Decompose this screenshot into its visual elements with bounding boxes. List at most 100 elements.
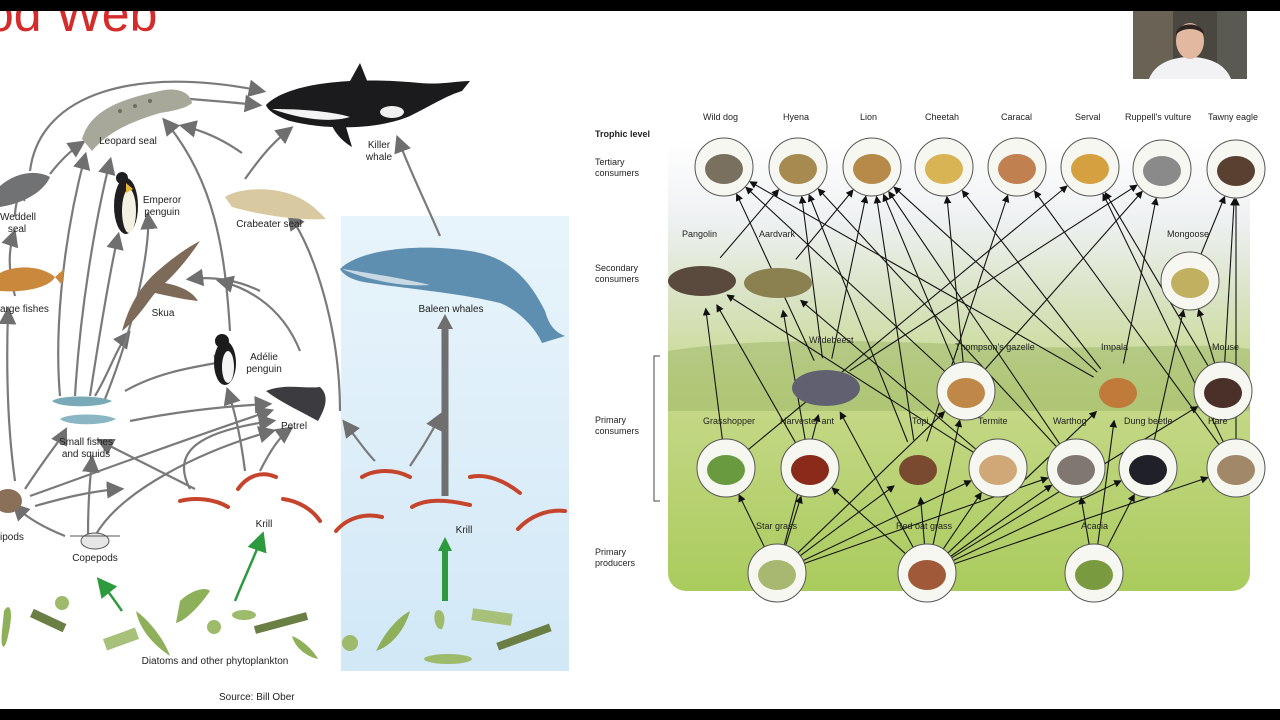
- primary-consumer-bracket: [653, 355, 660, 502]
- label-wildebeest: Wildebeest: [809, 335, 854, 345]
- beetle-icon: [1129, 455, 1167, 485]
- redoat-icon: [908, 560, 946, 590]
- savanna-feeding-arrows: [702, 181, 1240, 565]
- arrow-acacia-to-warthog: [1078, 496, 1090, 546]
- label-caracal: Caracal: [1001, 112, 1033, 122]
- arrow-redoat-to-wildebeest: [839, 411, 915, 549]
- phyto-arrowhead-right: [438, 537, 452, 551]
- emperor-penguin-icon: [114, 172, 138, 234]
- label-baleen-whales: Baleen whales: [418, 304, 484, 315]
- arrow-ant-to-aardvark: [780, 309, 806, 441]
- mouse-icon: [1204, 378, 1242, 408]
- acacia-icon: [1075, 560, 1113, 590]
- pangolin-icon: [668, 266, 736, 296]
- arrow-mouse-to-eagle: [1224, 197, 1238, 364]
- phyto-to-krill-arrow-left: [233, 531, 267, 602]
- amphipod-icon: [0, 489, 22, 513]
- label-skua: Skua: [151, 308, 175, 319]
- copepod-icon: [70, 532, 120, 550]
- slide-title: od Web: [0, 11, 158, 42]
- arrow-acacia-to-impala: [1097, 419, 1118, 546]
- arrow-redoat-to-hare: [953, 476, 1209, 565]
- label-dung-beetle: Dung beetle: [1124, 416, 1173, 426]
- label-acacia: Acacia: [1081, 521, 1109, 531]
- label-lion: Lion: [860, 112, 878, 122]
- food-web-figure: [0, 63, 1266, 671]
- wilddog-icon: [705, 154, 743, 184]
- label-crabeater-seal: Crabeater seal: [236, 219, 302, 230]
- cheetah-icon: [925, 154, 963, 184]
- label-serval: Serval: [1075, 112, 1101, 122]
- weddell-seal-icon: [0, 172, 50, 207]
- arrow-warthog-to-lion: [888, 190, 1061, 446]
- arrow-aardvark-to-lion: [795, 189, 854, 260]
- arrow-redoat-to-beetle: [952, 480, 1122, 562]
- arrow-redoat-to-termite: [942, 491, 982, 551]
- large-fish-icon: [0, 267, 64, 292]
- arrow-gazelle-to-lion: [882, 193, 956, 366]
- arrow-wildebeest-to-hyena: [798, 195, 823, 359]
- termite-icon: [979, 455, 1017, 485]
- label-warthog: Warthog: [1053, 416, 1087, 426]
- arrow-mouse-to-mongoose: [1196, 308, 1216, 365]
- topi-icon: [899, 455, 937, 485]
- star-icon: [758, 560, 796, 590]
- eagle-icon: [1217, 156, 1255, 186]
- krill-icons: [178, 469, 567, 533]
- label-thompsons-gazelle: Thompson's gazelle: [955, 342, 1035, 352]
- phyto-to-copepods-arrow: [96, 577, 124, 612]
- warthog-icon: [1057, 455, 1095, 485]
- label-star-grass: Star grass: [756, 521, 798, 531]
- label-mouse: Mouse: [1212, 342, 1240, 352]
- vulture-icon: [1143, 156, 1181, 186]
- label-mongoose: Mongoose: [1167, 229, 1210, 239]
- arrow-termite-to-pangolin: [726, 294, 975, 454]
- savanna-organism-circles: [668, 137, 1266, 603]
- arrow-star-to-topi: [799, 485, 895, 557]
- label-hyena: Hyena: [783, 112, 810, 122]
- arrow-grasshopper-to-pangolin: [702, 307, 724, 441]
- arrow-gazelle-to-wilddog: [745, 186, 946, 373]
- arrow-acacia-to-beetle: [1106, 493, 1135, 549]
- label-pangolin: Pangolin: [682, 229, 718, 239]
- label-cheetah: Cheetah: [925, 112, 960, 122]
- label-petrel: Petrel: [280, 421, 308, 432]
- arrow-star-to-termite: [802, 480, 972, 562]
- killer-whale-icon: [266, 63, 470, 147]
- label-hare: Hare: [1208, 416, 1228, 426]
- arrow-grasshopper-to-serval: [747, 185, 1068, 451]
- label-tawny-eagle: Tawny eagle: [1208, 112, 1259, 122]
- arrow-mouse-to-serval: [1104, 191, 1210, 368]
- arrow-wildebeest-to-vulture: [849, 184, 1138, 372]
- adelie-penguin-icon: [214, 334, 236, 385]
- petrel-icon: [266, 386, 326, 421]
- wildebeest-icon: [792, 370, 860, 406]
- slide: od Web: [0, 11, 1280, 709]
- arrow-impala-to-wilddog: [749, 181, 1094, 378]
- label-topi: Topi: [912, 416, 929, 426]
- impala-icon: [1099, 378, 1137, 408]
- arrow-gazelle-to-vulture: [984, 190, 1143, 371]
- label-krill-right: Krill: [455, 525, 473, 536]
- skua-icon: [122, 241, 200, 331]
- leopard-seal-icon: [82, 89, 192, 151]
- source-credit: Source: Bill Ober: [219, 692, 295, 703]
- label-leopard-seal: Leopard seal: [99, 136, 157, 147]
- arrow-redoat-to-ant: [831, 487, 907, 555]
- trophic-level-heading: Trophic level: [595, 129, 651, 139]
- arrow-pangolin-to-hyena: [719, 188, 780, 259]
- crabeater-seal-icon: [225, 189, 326, 220]
- hyena-icon: [779, 154, 817, 184]
- label-diatoms: Diatoms and other phytoplankton: [141, 656, 289, 667]
- arrow-star-to-grasshopper: [738, 493, 766, 549]
- caracal-icon: [998, 154, 1036, 184]
- arrow-topi-to-hyena: [807, 193, 909, 443]
- arrow-wildebeest-to-lion: [831, 195, 869, 359]
- small-fishes-icon: [52, 396, 116, 425]
- arrow-star-to-ant: [784, 495, 803, 547]
- label-krill-left: Krill: [255, 519, 273, 530]
